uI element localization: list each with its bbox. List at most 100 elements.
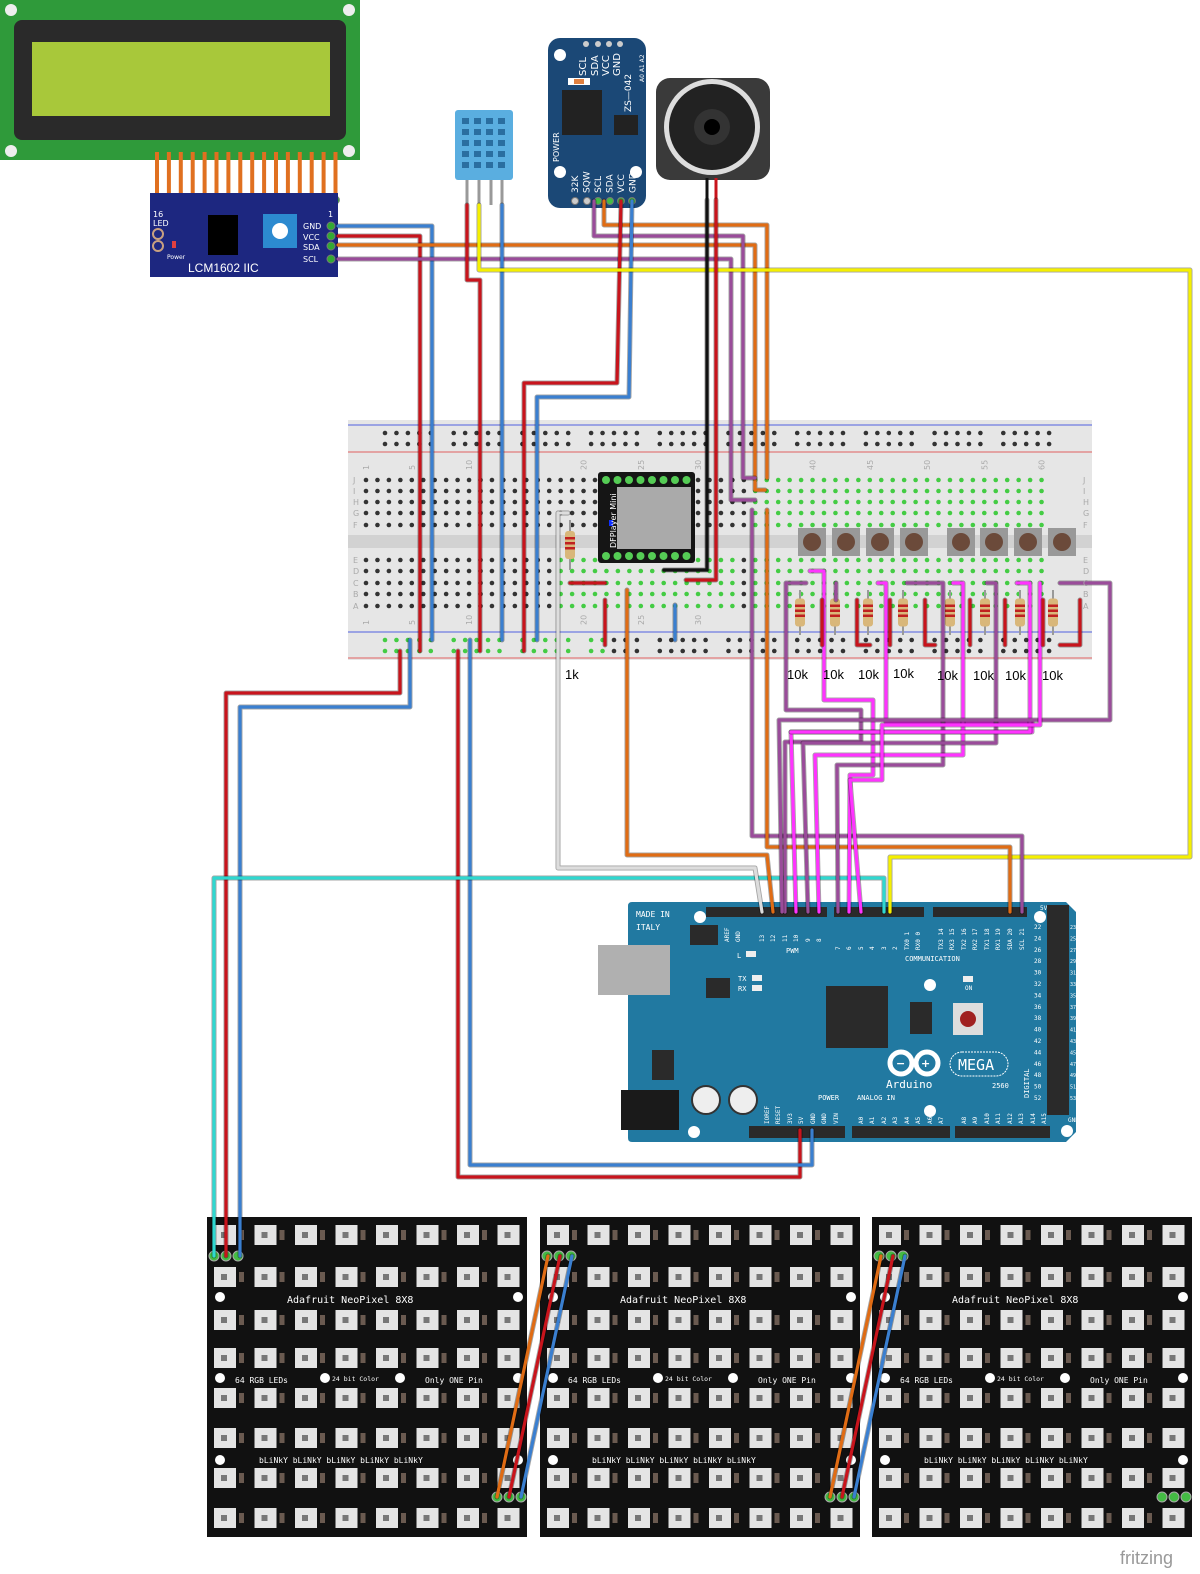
capacitor	[1066, 1393, 1071, 1403]
rail-hole	[806, 430, 811, 436]
rail-hole	[794, 441, 800, 447]
breadboard-hole	[821, 522, 827, 528]
breadboard-hole	[718, 591, 724, 597]
rgb-led-die	[594, 1355, 601, 1361]
pin-label: 33	[1070, 982, 1076, 988]
rgb-led-die	[1129, 1317, 1135, 1323]
rail-hole	[703, 637, 708, 643]
capacitor	[985, 1433, 990, 1443]
breadboard-hole	[878, 603, 884, 609]
breadboard-hole	[398, 568, 403, 574]
pin-label: 13	[759, 934, 766, 942]
breadboard-hole	[970, 557, 976, 563]
row-letter: H	[1083, 498, 1089, 507]
breadboard-hole	[684, 603, 689, 609]
breadboard-hole	[901, 557, 907, 563]
rgb-led-die	[1088, 1515, 1095, 1521]
rgb-led-die	[1088, 1355, 1095, 1361]
breadboard-hole	[833, 510, 838, 516]
capacitor	[441, 1393, 447, 1403]
rgb-led-die	[554, 1475, 560, 1481]
rgb-led-die	[837, 1355, 844, 1361]
breadboard-hole	[489, 522, 495, 528]
capacitor	[401, 1315, 406, 1325]
breadboard-hole	[856, 557, 861, 563]
breadboard-hole	[775, 568, 781, 574]
breadboard-hole	[707, 580, 712, 586]
breadboard-hole	[1016, 522, 1021, 528]
rgb-led-die	[383, 1395, 389, 1401]
breadboard-hole	[546, 603, 552, 609]
blue-wire	[468, 638, 814, 1167]
capacitor	[985, 1315, 990, 1325]
breadboard-hole	[775, 603, 781, 609]
breadboard-hole	[878, 499, 884, 505]
capacitor	[944, 1315, 950, 1325]
pin-label: 53	[1070, 1096, 1076, 1102]
rail-hole	[462, 648, 468, 654]
resistor-value-label: 10k	[973, 668, 994, 683]
breadboard-hole	[959, 477, 964, 483]
rail-hole	[829, 648, 834, 654]
silkscreen-text: 64 RGB LEDs	[900, 1376, 953, 1385]
breadboard-hole	[398, 510, 403, 516]
rail-hole	[932, 648, 937, 654]
breadboard-hole	[443, 580, 449, 586]
breadboard-hole	[569, 488, 575, 494]
resistor	[830, 598, 840, 627]
rail-hole	[1001, 441, 1006, 447]
rail-hole	[806, 648, 811, 654]
pin-label: VIN	[833, 1113, 840, 1124]
resistor-band	[980, 614, 990, 617]
rail-hole	[634, 637, 640, 643]
rail-hole	[668, 441, 674, 447]
resistor-band	[980, 604, 990, 607]
breadboard-hole	[947, 510, 953, 516]
breadboard-hole	[833, 557, 838, 563]
capacitor	[572, 1393, 577, 1403]
capacitor	[441, 1230, 447, 1240]
breadboard-hole	[936, 522, 941, 528]
dfplayer-pin	[625, 476, 633, 484]
resistor-band	[863, 614, 873, 617]
mount-hole	[1178, 1292, 1188, 1302]
capacitor	[401, 1230, 406, 1240]
rgb-led-die	[504, 1232, 511, 1238]
pin-label: TX2 16	[961, 928, 968, 950]
dht-vent	[498, 129, 505, 135]
rail-hole	[394, 430, 399, 436]
breadboard-hole	[627, 568, 632, 574]
rail-hole	[428, 648, 434, 654]
rail-hole	[1046, 441, 1052, 447]
capacitor	[904, 1393, 909, 1403]
rail-hole	[772, 430, 777, 436]
dfplayer-mini: DFPlayer Mini	[598, 472, 695, 563]
resistor-value-label: 1k	[565, 667, 579, 682]
rail-hole	[760, 637, 766, 643]
rgb-led-die	[886, 1317, 892, 1323]
dfplayer-pin	[659, 552, 668, 560]
5v-label: 5V	[1040, 905, 1048, 912]
breadboard-hole	[867, 568, 873, 574]
red-wire	[522, 199, 623, 653]
pin-label: 12	[770, 934, 777, 942]
breadboard-hole	[787, 488, 792, 494]
rail-hole	[875, 648, 880, 654]
rgb-led-die	[797, 1355, 803, 1361]
breadboard-hole	[363, 477, 369, 483]
rail-hole	[1012, 648, 1018, 654]
breadboard-hole	[649, 568, 655, 574]
pin-label: 9	[805, 938, 812, 942]
breadboard-hole	[890, 557, 895, 563]
breadboard-hole	[741, 488, 747, 494]
breadboard-hole	[993, 522, 999, 528]
capacitor	[1025, 1433, 1031, 1443]
capacitor	[1106, 1393, 1112, 1403]
pink-wire	[813, 581, 965, 914]
pin-label: A10	[984, 1113, 991, 1124]
rgb-led-die	[635, 1355, 641, 1361]
breadboard-hole	[924, 557, 930, 563]
breadboard-hole	[924, 510, 930, 516]
breadboard-hole	[890, 580, 895, 586]
rgb-led-die	[594, 1475, 601, 1481]
